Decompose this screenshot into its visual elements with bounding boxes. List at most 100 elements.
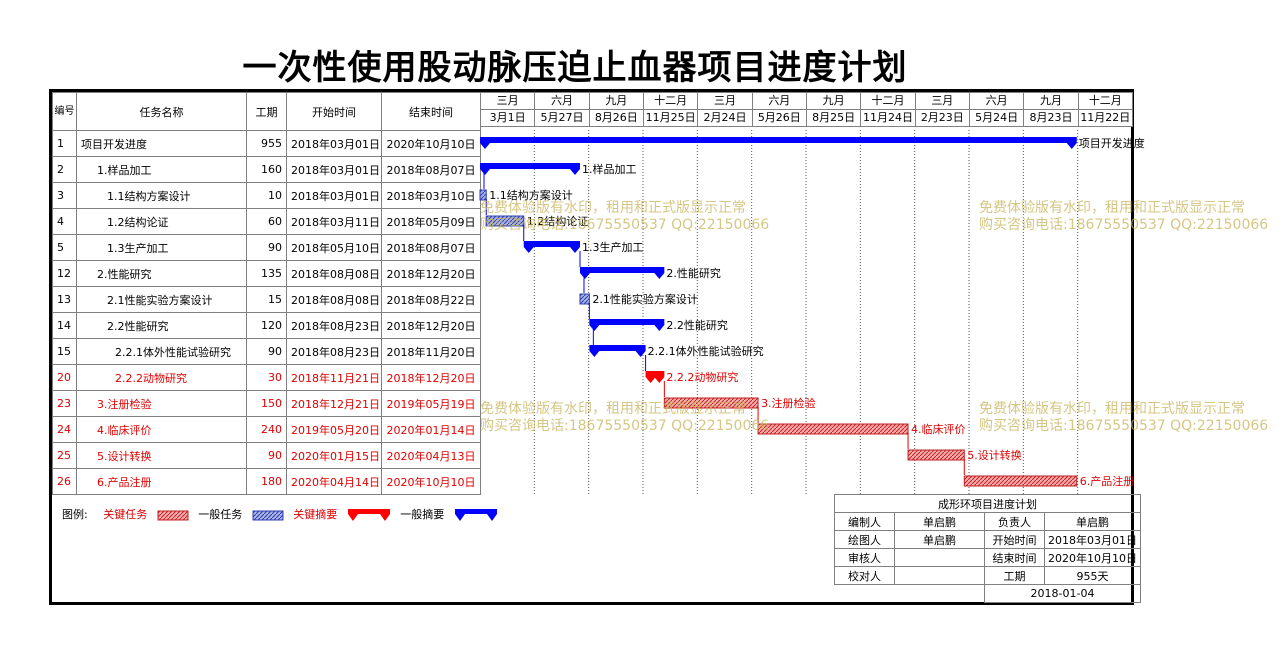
task-name: 项目开发进度 (76, 130, 247, 157)
summary-bar (589, 345, 646, 357)
task-duration: 120 (246, 312, 287, 339)
gantt-bar: 2.性能研究 (579, 266, 721, 293)
task-id: 3 (52, 182, 77, 209)
timeline-date: 5月27日 (534, 109, 590, 127)
task-start: 2018年08月23日 (286, 338, 382, 365)
bar-label: 6.产品注册 (1080, 474, 1135, 488)
bar-label: 3.注册检验 (761, 396, 816, 410)
bar-label: 2.性能研究 (666, 266, 721, 280)
info-start: 2018年03月01日 (1044, 530, 1141, 549)
bar-label: 2.1性能实验方案设计 (592, 292, 698, 306)
legend-label: 图例: (62, 508, 88, 521)
task-name: 1.样品加工 (76, 156, 247, 183)
bar-label: 2.2.2动物研究 (666, 370, 738, 384)
gantt-bar: 项目开发进度 (480, 136, 1145, 150)
timeline-month: 六月 (751, 92, 807, 110)
watermark: 免费体验版有水印，租用和正式版显示正常购买咨询电话:18675550537 QQ… (979, 401, 1269, 434)
info-duration: 955天 (1044, 566, 1141, 585)
bar-label: 2.2性能研究 (666, 318, 728, 332)
page-title: 一次性使用股动脉压迫止血器项目进度计划 (242, 48, 908, 88)
gantt-bar: 1.样品加工 (480, 162, 636, 189)
timeline-month: 十二月 (860, 92, 916, 110)
task-start: 2018年08月08日 (286, 286, 382, 313)
task-name: 2.2.2动物研究 (76, 364, 247, 391)
task-start: 2018年03月11日 (286, 208, 382, 235)
info-checker (894, 566, 985, 585)
summary-bar (579, 267, 665, 279)
task-bar (579, 293, 590, 305)
chart-frame (49, 89, 1134, 605)
gantt-bar: 2.2.2动物研究 (645, 370, 738, 397)
task-bar (479, 189, 487, 201)
info-date: 2018-01-04 (984, 584, 1141, 603)
task-start: 2018年08月23日 (286, 312, 382, 339)
timeline-date: 11月22日 (1077, 109, 1133, 127)
legend-general-task: 一般任务 (198, 508, 243, 521)
task-id: 2 (52, 156, 77, 183)
info-editor: 单启鹏 (894, 512, 985, 531)
bar-label: 项目开发进度 (1079, 136, 1145, 150)
summary-bar (480, 163, 580, 175)
task-end: 2018年12月20日 (381, 364, 481, 391)
task-id: 13 (52, 286, 77, 313)
task-id: 14 (52, 312, 77, 339)
task-start: 2018年11月21日 (286, 364, 382, 391)
task-end: 2018年08月22日 (381, 286, 481, 313)
task-duration: 160 (246, 156, 287, 183)
task-start: 2020年04月14日 (286, 468, 382, 495)
gantt-bar: 2.1性能实验方案设计 (579, 292, 698, 319)
col-header-end: 结束时间 (381, 92, 481, 131)
task-end: 2018年12月20日 (381, 260, 481, 287)
task-start: 2019年05月20日 (286, 416, 382, 443)
task-end: 2020年01月14日 (381, 416, 481, 443)
info-reviewer-label: 审核人 (834, 548, 895, 567)
gantt-bar: 2.2性能研究 (589, 318, 728, 345)
task-bar (663, 397, 759, 409)
info-owner: 单启鹏 (1044, 512, 1141, 531)
col-header-name: 任务名称 (76, 92, 247, 131)
task-end: 2018年03月10日 (381, 182, 481, 209)
info-checker-label: 校对人 (834, 566, 895, 585)
timeline-month: 三月 (697, 92, 753, 110)
task-duration: 180 (246, 468, 287, 495)
info-reviewer (894, 548, 985, 567)
task-name: 6.产品注册 (76, 468, 247, 495)
info-end: 2020年10月10日 (1044, 548, 1141, 567)
bar-label: 2.2.1体外性能试验研究 (648, 344, 764, 358)
gantt-bar: 3.注册检验 (663, 396, 816, 423)
task-end: 2020年04月13日 (381, 442, 481, 469)
table-header: 编号 任务名称 工期 开始时间 结束时间 (52, 92, 481, 131)
watermark: 免费体验版有水印，租用和正式版显示正常购买咨询电话:18675550537 QQ… (979, 200, 1269, 233)
task-bar (757, 423, 909, 435)
task-end: 2020年10月10日 (381, 130, 481, 157)
gantt-bar: 6.产品注册 (963, 474, 1135, 488)
task-end: 2020年10月10日 (381, 468, 481, 495)
bar-label: 1.3生产加工 (582, 240, 644, 254)
info-block: 成形环项目进度计划 编制人 单启鹏 负责人 单启鹏 绘图人 单启鹏 开始时间 2… (834, 494, 1141, 603)
legend-critical-task: 关键任务 (103, 508, 148, 521)
bar-label: 4.临床评价 (911, 422, 966, 436)
legend-general-summary: 一般摘要 (400, 508, 445, 521)
gantt-bar: 1.3生产加工 (523, 240, 644, 267)
task-name: 1.1结构方案设计 (76, 182, 247, 209)
summary-bar (645, 371, 665, 383)
timeline-date: 2月23日 (914, 109, 970, 127)
timeline-date: 11月24日 (860, 109, 916, 127)
gantt-bar: 1.2结构论证 (485, 214, 588, 241)
info-editor-label: 编制人 (834, 512, 895, 531)
info-start-label: 开始时间 (984, 530, 1045, 549)
watermark: 免费体验版有水印，租用和正式版显示正常购买咨询电话:18675550537 QQ… (480, 401, 770, 434)
info-drawer-label: 绘图人 (834, 530, 895, 549)
task-name: 4.临床评价 (76, 416, 247, 443)
task-start: 2018年03月01日 (286, 182, 382, 209)
timeline-date: 2月24日 (697, 109, 753, 127)
task-end: 2018年08月07日 (381, 156, 481, 183)
timeline-date: 8月26日 (588, 109, 644, 127)
